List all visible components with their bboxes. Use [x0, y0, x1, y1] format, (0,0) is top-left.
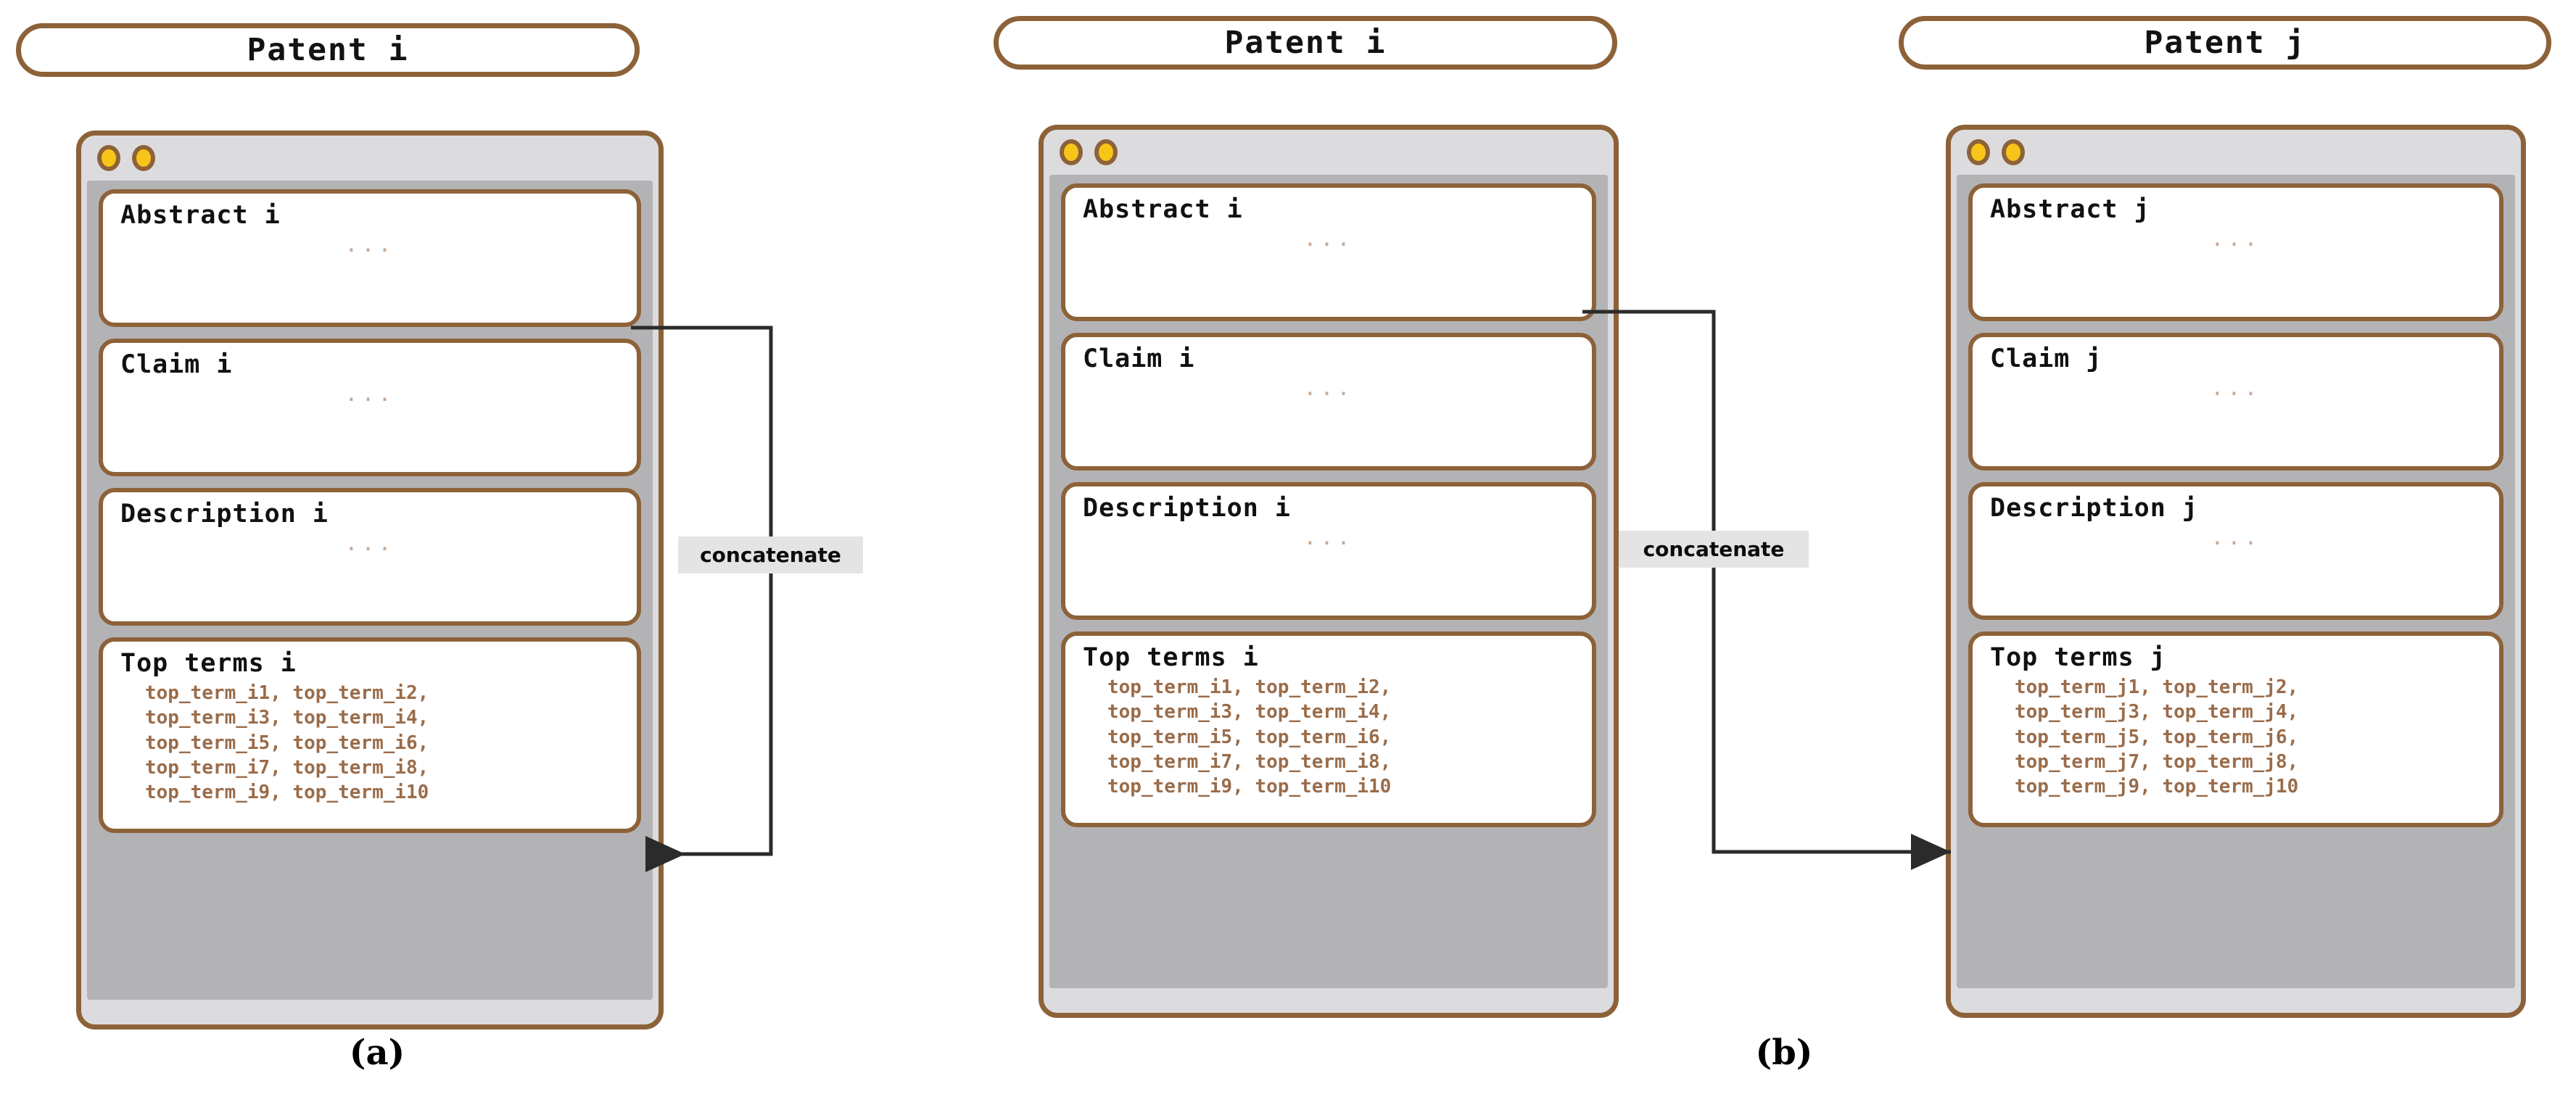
window-dot-icon-1[interactable] — [1060, 139, 1083, 165]
section-title: Claim i — [1083, 344, 1195, 373]
section-ellipsis: ... — [1303, 376, 1354, 401]
top-terms-line: top_term_j5, top_term_j6, — [2015, 726, 2299, 748]
window-footer — [1044, 988, 1614, 1013]
window-footer — [81, 1000, 659, 1024]
section-ellipsis: ... — [1303, 226, 1354, 252]
section-title: Abstract i — [1083, 195, 1243, 224]
section-abstract[interactable]: Abstract j ... — [1968, 183, 2503, 321]
section-title: Description i — [1083, 494, 1291, 523]
concatenate-label-a: concatenate — [678, 536, 863, 573]
top-terms-line: top_term_i7, top_term_i8, — [1107, 750, 1392, 773]
patent-title-pill-b-1: Patent i — [994, 16, 1617, 70]
section-title: Claim j — [1990, 344, 2102, 373]
panel-caption-text: (b) — [1755, 1032, 1813, 1073]
patent-window-a-1: Abstract i ... Claim i ... Description i… — [76, 130, 664, 1030]
concatenate-label-text: concatenate — [700, 543, 841, 567]
section-top-terms[interactable]: Top terms j top_term_j1, top_term_j2, to… — [1968, 631, 2503, 827]
top-terms-list: top_term_i1, top_term_i2, top_term_i3, t… — [120, 681, 637, 805]
section-ellipsis: ... — [344, 531, 395, 556]
top-terms-line: top_term_i1, top_term_i2, — [145, 682, 429, 704]
section-title: Top terms j — [1990, 643, 2166, 672]
section-top-terms[interactable]: Top terms i top_term_i1, top_term_i2, to… — [99, 637, 641, 833]
top-terms-line: top_term_i7, top_term_i8, — [145, 756, 429, 779]
section-ellipsis: ... — [2210, 226, 2261, 252]
window-dot-icon-2[interactable] — [1094, 139, 1118, 165]
section-top-terms[interactable]: Top terms i top_term_i1, top_term_i2, to… — [1061, 631, 1596, 827]
top-terms-line: top_term_j3, top_term_j4, — [2015, 701, 2299, 724]
patent-title-label: Patent i — [247, 32, 409, 68]
panel-caption-text: (a) — [349, 1032, 405, 1073]
section-title: Top terms i — [1083, 643, 1259, 672]
section-abstract[interactable]: Abstract i ... — [99, 189, 641, 327]
section-ellipsis: ... — [344, 232, 395, 257]
section-title: Abstract j — [1990, 195, 2150, 224]
section-claim[interactable]: Claim i ... — [99, 339, 641, 476]
window-titlebar — [1044, 130, 1614, 175]
patent-window-b-1: Abstract i ... Claim i ... Description i… — [1039, 125, 1619, 1018]
section-ellipsis: ... — [1303, 525, 1354, 550]
section-description[interactable]: Description j ... — [1968, 482, 2503, 620]
window-dot-icon-2[interactable] — [132, 145, 155, 171]
section-title: Description j — [1990, 494, 2198, 523]
panel-caption-a: (a) — [312, 1032, 442, 1073]
top-terms-line: top_term_i5, top_term_i6, — [145, 732, 429, 754]
section-description[interactable]: Description i ... — [1061, 482, 1596, 620]
top-terms-line: top_term_i9, top_term_i10 — [145, 782, 429, 804]
section-abstract[interactable]: Abstract i ... — [1061, 183, 1596, 321]
section-title: Top terms i — [120, 649, 297, 678]
patent-title-label: Patent j — [2144, 25, 2306, 61]
section-ellipsis: ... — [2210, 525, 2261, 550]
window-dot-icon-2[interactable] — [2002, 139, 2025, 165]
section-ellipsis: ... — [2210, 376, 2261, 401]
patent-title-label: Patent i — [1224, 25, 1387, 61]
window-content-area: Abstract i ... Claim i ... Description i… — [1049, 175, 1608, 988]
top-terms-line: top_term_j7, top_term_j8, — [2015, 750, 2299, 773]
top-terms-list: top_term_i1, top_term_i2, top_term_i3, t… — [1083, 675, 1592, 800]
section-claim[interactable]: Claim j ... — [1968, 333, 2503, 471]
section-title: Claim i — [120, 350, 233, 379]
top-terms-line: top_term_i3, top_term_i4, — [1107, 701, 1392, 724]
section-title: Description i — [120, 500, 329, 529]
panel-caption-b: (b) — [1719, 1032, 1849, 1073]
section-description[interactable]: Description i ... — [99, 488, 641, 626]
top-terms-line: top_term_j9, top_term_j10 — [2015, 776, 2299, 798]
window-dot-icon-1[interactable] — [97, 145, 120, 171]
patent-title-pill-a-1: Patent i — [16, 23, 640, 77]
top-terms-line: top_term_i5, top_term_i6, — [1107, 726, 1392, 748]
window-dot-icon-1[interactable] — [1967, 139, 1990, 165]
window-footer — [1951, 988, 2521, 1013]
top-terms-line: top_term_i3, top_term_i4, — [145, 707, 429, 729]
section-claim[interactable]: Claim i ... — [1061, 333, 1596, 471]
window-content-area: Abstract j ... Claim j ... Description j… — [1957, 175, 2515, 988]
concatenate-label-b: concatenate — [1619, 531, 1809, 568]
patent-window-b-2: Abstract j ... Claim j ... Description j… — [1946, 125, 2526, 1018]
window-titlebar — [1951, 130, 2521, 175]
patent-title-pill-b-2: Patent j — [1899, 16, 2551, 70]
window-titlebar — [81, 136, 659, 181]
top-terms-list: top_term_j1, top_term_j2, top_term_j3, t… — [1990, 675, 2499, 800]
section-ellipsis: ... — [344, 381, 395, 407]
top-terms-line: top_term_j1, top_term_j2, — [2015, 676, 2299, 698]
top-terms-line: top_term_i1, top_term_i2, — [1107, 676, 1392, 698]
top-terms-line: top_term_i9, top_term_i10 — [1107, 776, 1392, 798]
concatenate-label-text: concatenate — [1643, 537, 1785, 561]
window-content-area: Abstract i ... Claim i ... Description i… — [87, 181, 653, 1000]
section-title: Abstract i — [120, 201, 281, 230]
